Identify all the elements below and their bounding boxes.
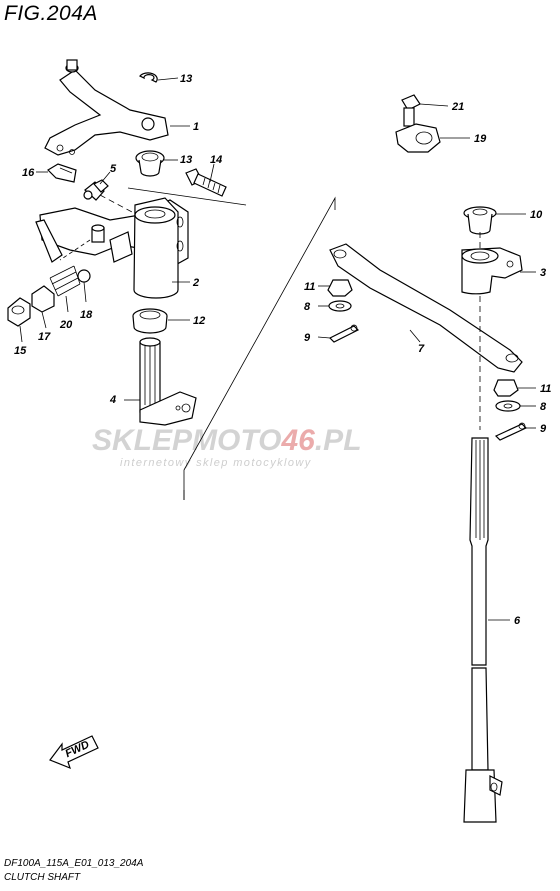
- part-13-e-ring[interactable]: [139, 72, 158, 83]
- fwd-arrow-icon: FWD: [49, 735, 99, 770]
- part-10-bushing[interactable]: [463, 206, 497, 235]
- part-17-sleeve[interactable]: [31, 285, 55, 313]
- callout-3: 3: [540, 267, 546, 279]
- watermark-tagline: internetowy sklep motocyklowy: [120, 457, 312, 469]
- callouts: 13 1 13 14 5 16 2 12 4 15 17 20: [14, 73, 551, 627]
- part-18-ball[interactable]: [77, 269, 91, 283]
- callout-18: 18: [80, 309, 93, 321]
- callout-13b: 13: [180, 154, 192, 166]
- part-3-shift-arm[interactable]: [461, 247, 523, 295]
- part-9-pin-right[interactable]: [494, 422, 528, 441]
- callout-16: 16: [22, 167, 35, 179]
- callout-19: 19: [474, 133, 487, 145]
- callout-9b: 9: [540, 423, 547, 435]
- part-1-shift-lever[interactable]: [44, 59, 169, 156]
- callout-6: 6: [514, 615, 521, 627]
- part-21-bolt[interactable]: [401, 94, 421, 127]
- callout-17: 17: [38, 331, 51, 343]
- callout-14: 14: [210, 154, 222, 166]
- part-12-collar[interactable]: [132, 308, 168, 334]
- part-16-clip[interactable]: [47, 163, 77, 183]
- watermark: SKLEPMOTO46.PL internetowy sklep motocyk…: [92, 424, 362, 469]
- part-20-spring[interactable]: [49, 265, 81, 297]
- part-2-bracket[interactable]: [35, 197, 189, 299]
- part-7-link-rod[interactable]: [329, 243, 523, 373]
- part-19-clamp[interactable]: [395, 123, 441, 153]
- callout-20: 20: [59, 319, 73, 331]
- connector-lines: [183, 196, 336, 500]
- callout-11b: 11: [540, 383, 551, 395]
- callout-1: 1: [193, 121, 199, 133]
- callout-4: 4: [109, 394, 116, 406]
- part-8-washer-right[interactable]: [495, 400, 521, 412]
- part-11-nut-right[interactable]: [493, 379, 519, 397]
- part-9-pin-left[interactable]: [328, 324, 360, 343]
- svg-text:SKLEPMOTO46.PL: SKLEPMOTO46.PL: [92, 424, 362, 457]
- part-5-grease-nipple[interactable]: [83, 179, 109, 201]
- part-14-bolt[interactable]: [185, 168, 227, 197]
- callout-13a: 13: [180, 73, 192, 85]
- part-13-bushing[interactable]: [135, 150, 165, 177]
- callout-21: 21: [451, 101, 464, 113]
- part-8-washer-left[interactable]: [328, 300, 352, 312]
- reference-lines-left: [59, 187, 247, 261]
- part-6-clutch-shaft[interactable]: [463, 232, 503, 823]
- watermark-brand-right: .PL: [315, 424, 362, 457]
- callout-8b: 8: [540, 401, 547, 413]
- callout-9a: 9: [304, 332, 311, 344]
- part-11-nut-left[interactable]: [327, 279, 353, 297]
- callout-10: 10: [530, 209, 543, 221]
- figure-title: FIG.204A: [4, 2, 98, 25]
- diagram-name: CLUTCH SHAFT: [4, 872, 81, 883]
- callout-5: 5: [110, 163, 117, 175]
- callout-12: 12: [193, 315, 205, 327]
- callout-7: 7: [418, 343, 425, 355]
- diagram-code: DF100A_115A_E01_013_204A: [4, 858, 144, 869]
- watermark-brand-left: SKLEPMOTO: [92, 424, 281, 457]
- watermark-brand-num: 46: [280, 424, 315, 457]
- part-15-plug[interactable]: [7, 297, 31, 327]
- callout-8a: 8: [304, 301, 311, 313]
- callout-2: 2: [192, 277, 199, 289]
- part-4-clutch-shaft-lever[interactable]: [139, 337, 197, 426]
- callout-11a: 11: [304, 281, 315, 293]
- callout-15: 15: [14, 345, 27, 357]
